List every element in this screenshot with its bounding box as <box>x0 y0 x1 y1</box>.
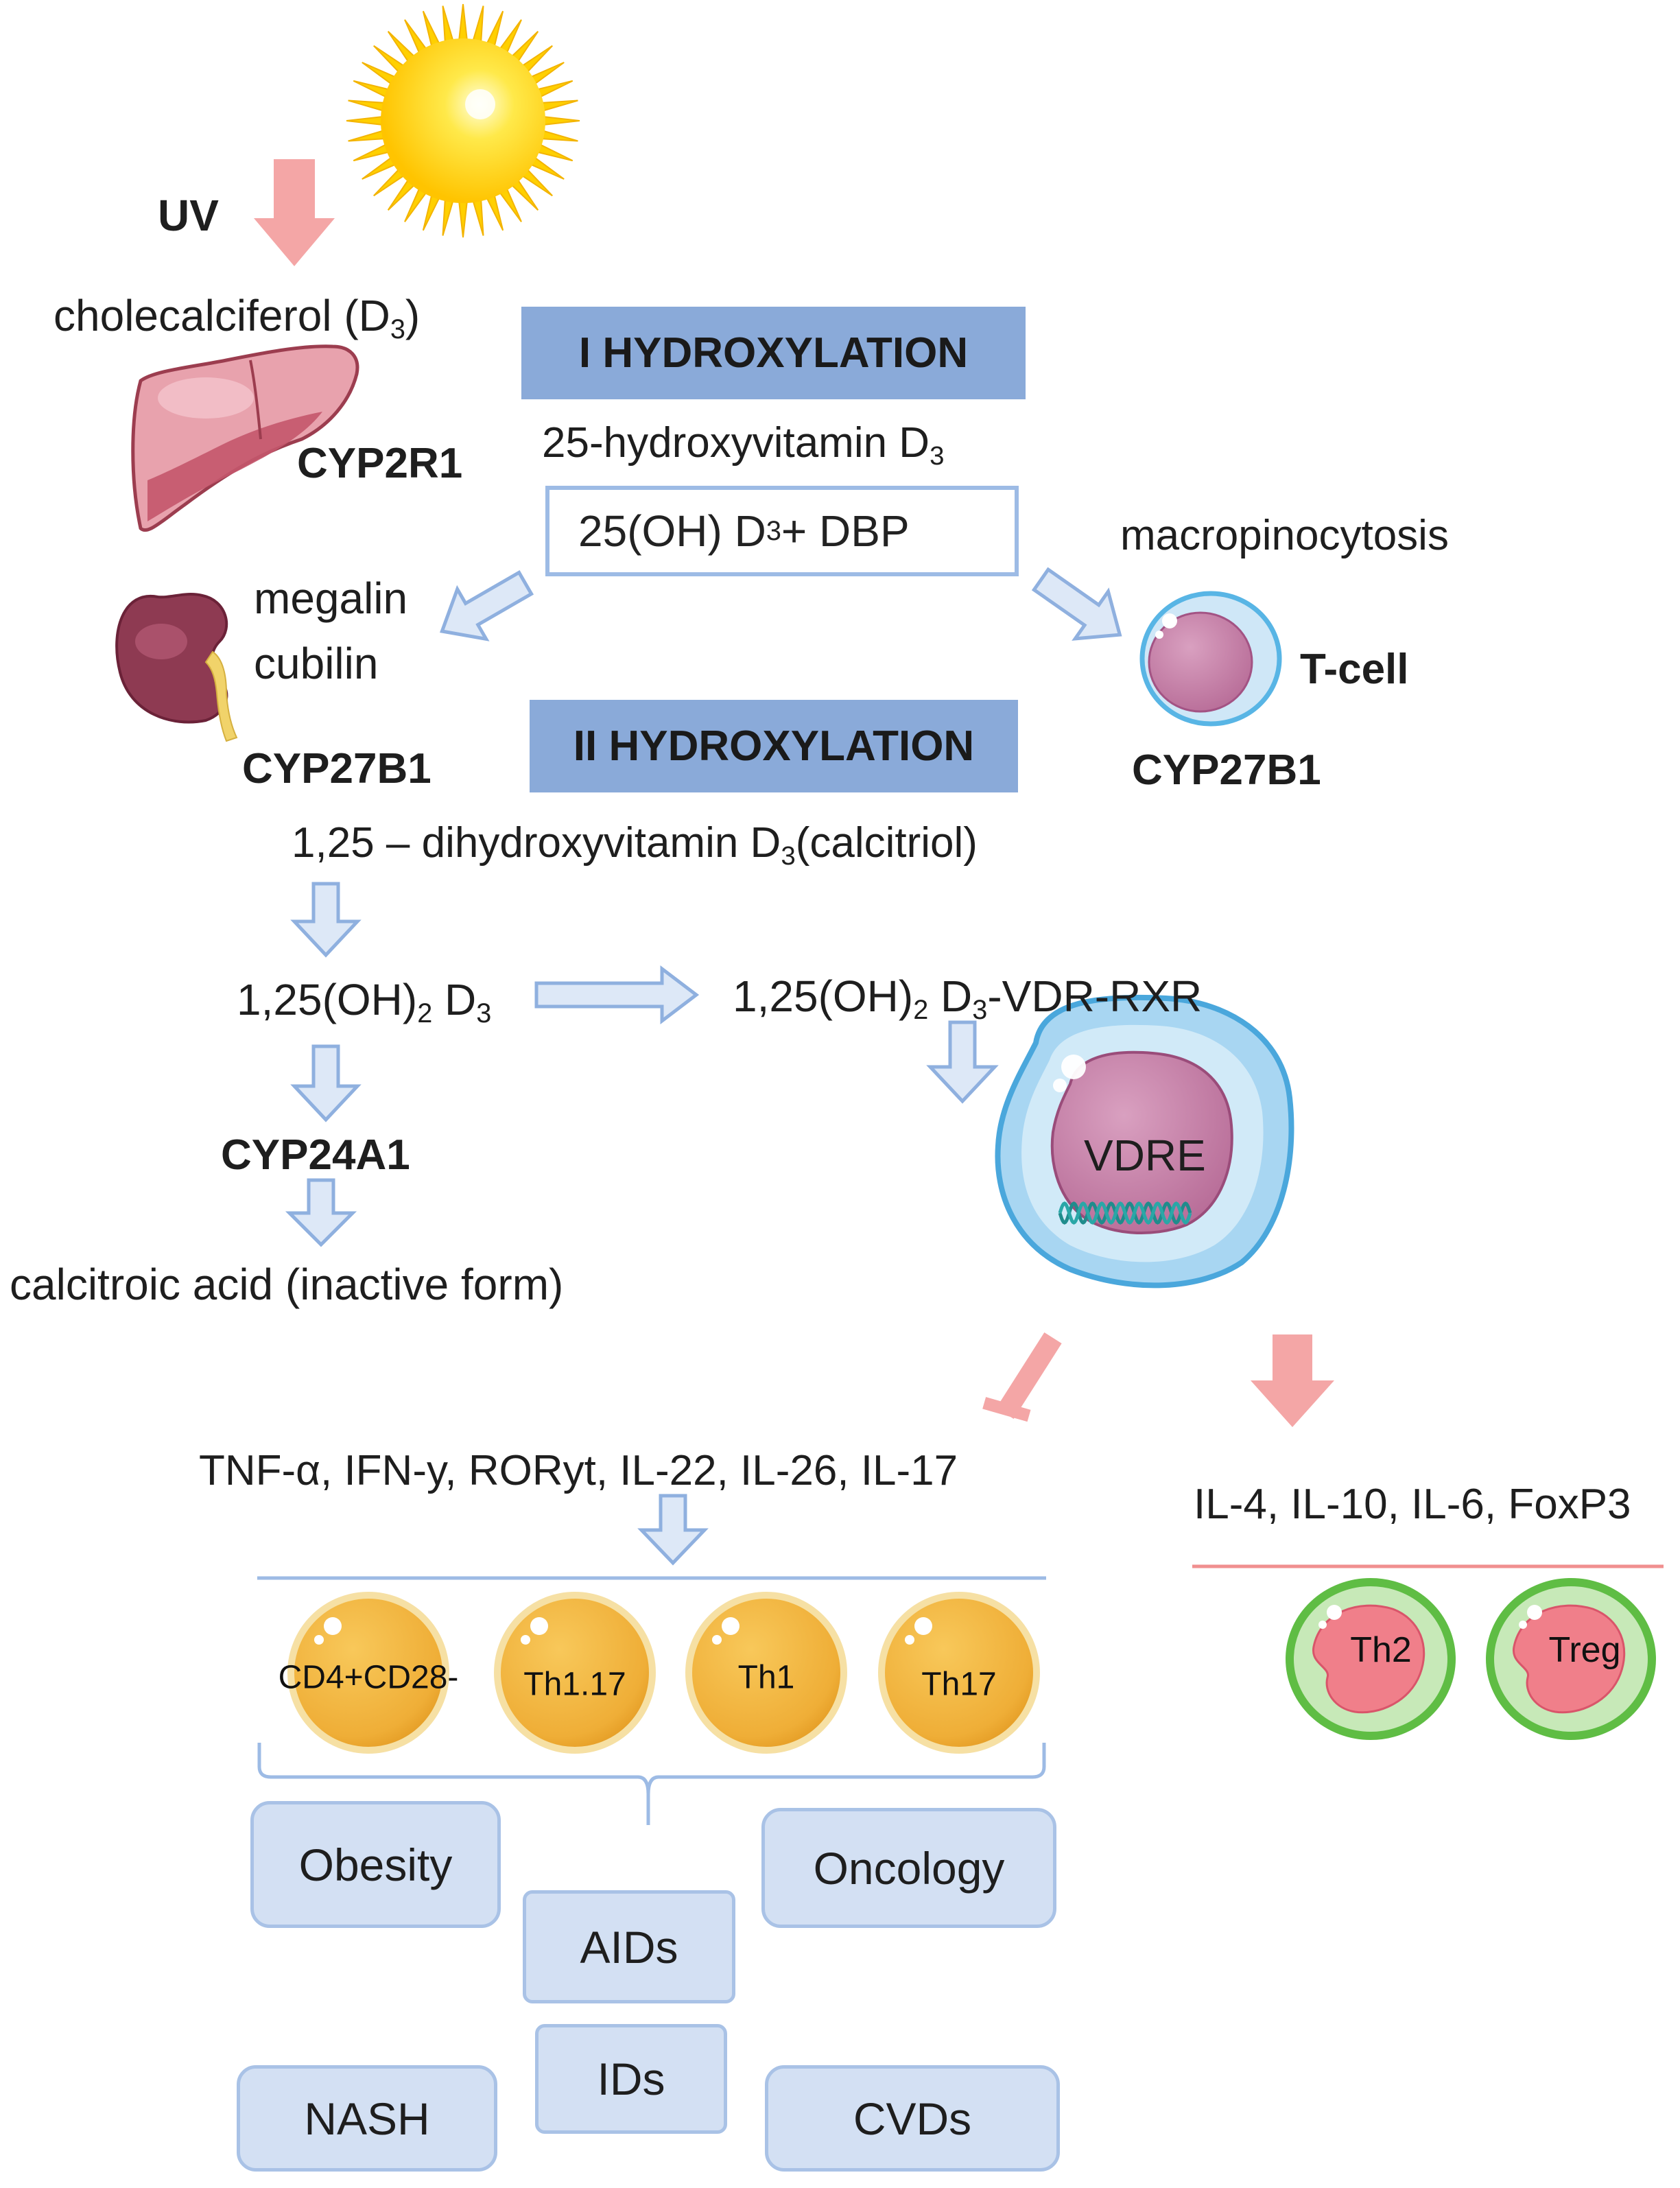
cell-label-cd4cd28: CD4+CD28- <box>278 1659 459 1696</box>
cell-label-treg: Treg <box>1548 1630 1621 1670</box>
green-cells <box>1286 1578 1656 1740</box>
hydroxylation-1-banner: I HYDROXYLATION <box>521 307 1026 399</box>
arrow-down-2-icon <box>290 1044 362 1122</box>
vdr-rxr-label: 1,25(OH)2 D3-VDR-RXR <box>733 972 1203 1026</box>
inhibition-arrow-icon <box>982 1332 1062 1422</box>
oh2d3-label: 1,25(OH)2 D3 <box>237 975 492 1029</box>
cyp27b1-kidney-label: CYP27B1 <box>242 745 431 792</box>
t-cell-icon <box>1139 591 1282 727</box>
activation-arrow-icon <box>1251 1334 1334 1427</box>
cell-th117-icon <box>494 1592 656 1754</box>
cholecalciferol-label: cholecalciferol (D3) <box>54 291 421 345</box>
arrow-down-1-icon <box>290 882 362 958</box>
megalin-label: megalin <box>254 574 408 623</box>
vdre-cell-icon <box>995 994 1294 1289</box>
cell-th2-icon <box>1286 1578 1456 1740</box>
cell-label-th2: Th2 <box>1350 1630 1412 1670</box>
arrow-down-cell-icon <box>926 1020 999 1104</box>
calcitroic-label: calcitroic acid (inactive form) <box>10 1260 564 1309</box>
cvds-box: CVDs <box>765 2065 1060 2172</box>
cell-treg-icon <box>1486 1578 1656 1740</box>
obesity-box: Obesity <box>250 1801 501 1928</box>
nash-box: NASH <box>237 2065 497 2172</box>
cubilin-label: cubilin <box>254 639 379 688</box>
oncology-box: Oncology <box>761 1808 1056 1928</box>
orange-cells <box>287 1592 1040 1754</box>
arrow-to-kidney-icon <box>440 569 534 642</box>
hydroxylation-2-banner: II HYDROXYLATION <box>530 700 1018 792</box>
arrow-to-tcell-icon <box>1031 567 1122 641</box>
macropinocytosis-label: macropinocytosis <box>1120 512 1449 559</box>
cyp27b1-tcell-label: CYP27B1 <box>1132 746 1321 794</box>
cell-th17-icon <box>878 1592 1040 1754</box>
cell-label-th117: Th1.17 <box>523 1666 626 1703</box>
cells-brace <box>257 1743 1046 1825</box>
uv-arrow-icon <box>254 159 335 266</box>
cyp24a1-label: CYP24A1 <box>221 1131 410 1179</box>
cell-label-th1: Th1 <box>737 1659 795 1696</box>
arrow-down-cytokines-icon <box>637 1494 709 1566</box>
cell-label-th17: Th17 <box>921 1666 997 1703</box>
kidney-icon <box>115 593 238 742</box>
arrow-down-3-icon <box>285 1178 357 1247</box>
vdre-label: VDRE <box>1084 1131 1206 1180</box>
ids-box: IDs <box>535 2024 727 2134</box>
cell-cd4cd28-icon <box>287 1592 449 1754</box>
proinflammatory-label: TNF-α, IFN-y, RORyt, IL-22, IL-26, IL-17 <box>199 1447 958 1494</box>
cyp2r1-label: CYP2R1 <box>297 440 463 487</box>
liver-icon <box>131 344 359 532</box>
antiinflammatory-label: IL-4, IL-10, IL-6, FoxP3 <box>1194 1481 1631 1528</box>
hydroxyvitamin-25-label: 25-hydroxyvitamin D3 <box>542 419 945 471</box>
aids-box: AIDs <box>523 1890 735 2003</box>
calcitriol-label: 1,25 – dihydroxyvitamin D3(calcitriol) <box>292 819 978 871</box>
arrow-right-vdr-icon <box>534 965 700 1025</box>
sun-icon <box>346 3 580 238</box>
cell-th1-icon <box>685 1592 847 1754</box>
uv-label: UV <box>158 191 219 240</box>
tcell-label: T-cell <box>1300 646 1409 693</box>
